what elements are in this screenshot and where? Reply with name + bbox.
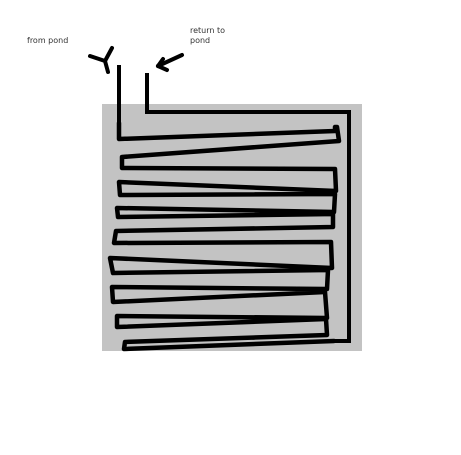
inlet-arrow-icon	[88, 46, 114, 74]
serpentine-coil	[107, 120, 342, 352]
outlet-arrow-icon	[156, 53, 184, 72]
from-pond-label: from pond	[27, 36, 69, 45]
outlet-pipe	[145, 73, 351, 343]
return-to-pond-label: return to pond	[190, 26, 226, 45]
